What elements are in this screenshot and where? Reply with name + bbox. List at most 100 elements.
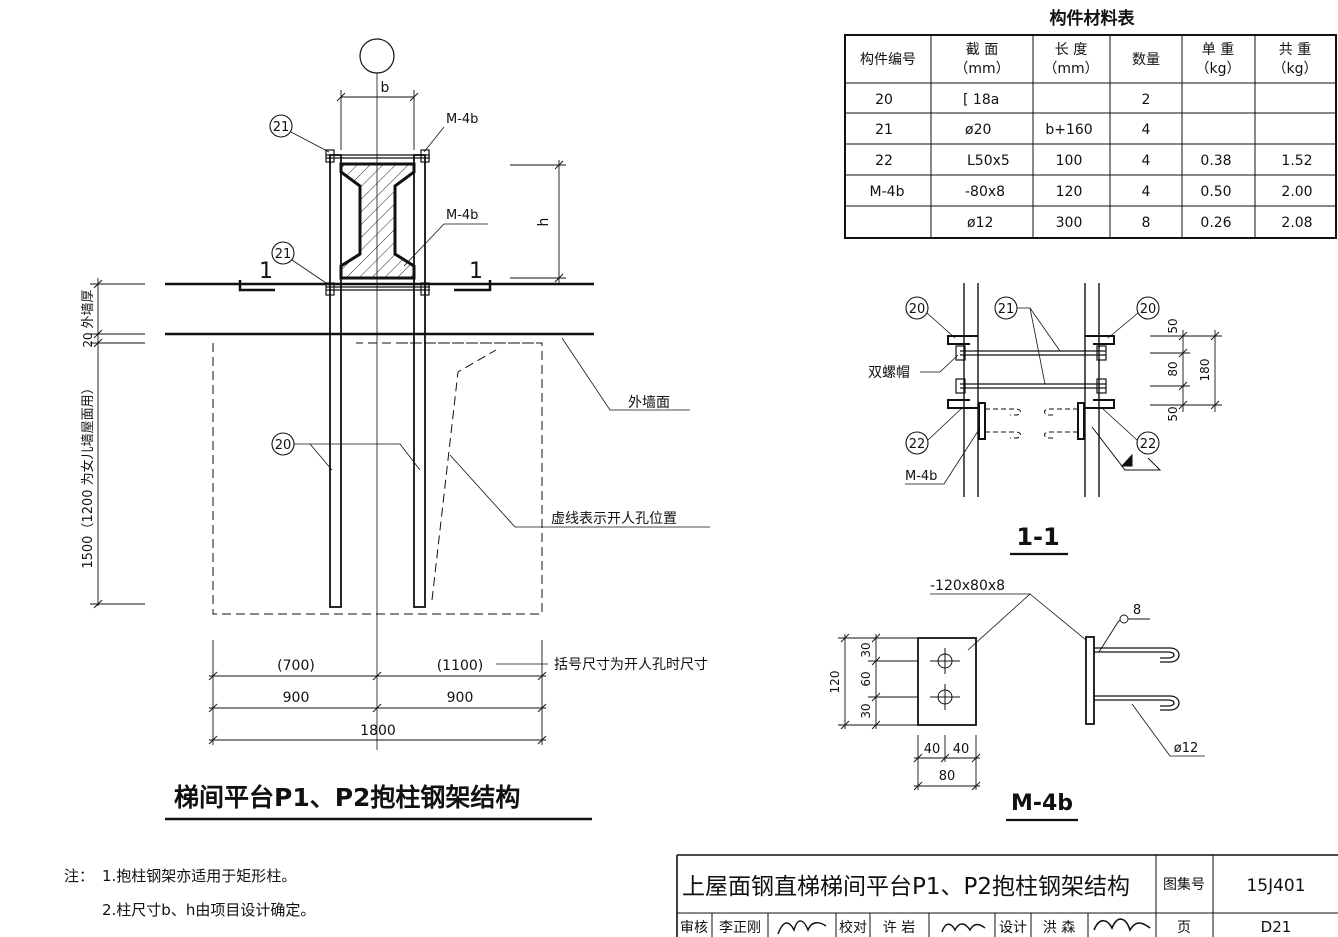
- callout-21-label: 21: [275, 247, 292, 262]
- label-height: 1500（1200 为女儿墙屋面用）: [80, 381, 96, 568]
- table-row: ø12 300 8 0.26 2.08: [967, 215, 1313, 231]
- cell-no: 21: [875, 122, 893, 138]
- leader-bar: [1131, 703, 1205, 757]
- section-1-1: 20 21 20 双螺帽 22 22 M-4b: [868, 283, 1222, 556]
- callout-22: [905, 431, 929, 455]
- label-manhole-note: 虚线表示开人孔位置: [551, 511, 677, 527]
- label-m4b: M-4b: [446, 112, 478, 127]
- section-dimensions: [1150, 330, 1222, 412]
- header-length: 长 度: [1055, 42, 1087, 58]
- section-anchor-hooks: [985, 408, 1078, 439]
- leader-outer-wall-face: [561, 337, 690, 411]
- section-title: 1-1: [1016, 523, 1059, 551]
- check-label: 校对: [839, 919, 867, 936]
- rod-21: [325, 149, 430, 296]
- section-mark-left: 1: [238, 259, 275, 292]
- section-mark-label: 1: [259, 259, 273, 284]
- callout-20-label: 20: [909, 302, 926, 317]
- cell-qty: 4: [1142, 153, 1151, 169]
- label-bar: ø12: [1174, 741, 1199, 756]
- cell-no: 20: [875, 92, 893, 108]
- header-total-weight: 共 重: [1279, 42, 1311, 58]
- section-mark-label: 1: [469, 259, 483, 284]
- label-m4b: M-4b: [446, 208, 478, 223]
- header-total-weight-unit: （kg）: [1273, 61, 1318, 77]
- cell-qty: 4: [1142, 122, 1151, 138]
- label-dim-30-top: 30: [859, 642, 873, 657]
- cell-section: [ 18a: [963, 92, 999, 108]
- bolt-holes: [930, 648, 960, 710]
- dim-b-label: b: [381, 80, 390, 96]
- leader-20: [926, 312, 956, 339]
- table-row: 22 L50x5 100 4 0.38 1.52: [875, 153, 1313, 169]
- label-dim-50-top: 50: [1166, 318, 1180, 333]
- cell-unit-weight: 0.26: [1200, 215, 1231, 231]
- leader-21: [1029, 307, 1046, 385]
- section-mark-right: 1: [454, 259, 492, 292]
- section-m4b-plates: [978, 402, 1085, 440]
- left-dimension-chain: [90, 278, 145, 609]
- m4b-horizontal-dims: [913, 735, 981, 791]
- callout-21: [269, 114, 293, 138]
- cell-length: b+160: [1045, 122, 1092, 138]
- cell-section: ø20: [965, 122, 991, 138]
- leader-double-nut: [920, 354, 959, 373]
- label-bracket-left: (700): [277, 658, 315, 674]
- label-weld-8: 8: [1133, 603, 1141, 618]
- cell-unit-weight: 0.50: [1200, 184, 1231, 200]
- leader-m4b: [905, 427, 981, 485]
- table-row: 20 [ 18a 2: [875, 92, 1150, 108]
- leader-20: [1107, 312, 1139, 339]
- page-label: 页: [1177, 920, 1191, 936]
- atlas-number: 15J401: [1246, 876, 1305, 896]
- notes: 注： 1.抱柱钢架亦适用于矩形柱。 2.柱尺寸b、h由项目设计确定。: [64, 867, 315, 919]
- label-double-nut: 双螺帽: [868, 365, 910, 381]
- checker-name: 许 岩: [883, 920, 915, 936]
- m4b-vertical-dims: [838, 633, 918, 730]
- title-block-title: 上屋面钢直梯梯间平台P1、P2抱柱钢架结构: [682, 874, 1130, 900]
- label-1800: 1800: [360, 723, 396, 739]
- leader-21: [1017, 307, 1061, 352]
- label-bracket-right: (1100): [437, 658, 484, 674]
- m4b-title: M-4b: [1011, 791, 1073, 816]
- reviewer-signature: [777, 920, 827, 935]
- header-unit-weight: 单 重: [1202, 42, 1234, 58]
- label-dim-20: 20: [81, 332, 95, 347]
- table-frame: [844, 34, 1337, 239]
- designer-signature: [1093, 918, 1151, 932]
- plate-side-view: [1085, 636, 1095, 725]
- callout-22: [1136, 431, 1160, 455]
- notes-prefix: 注：: [64, 867, 94, 885]
- cell-total-weight: 2.08: [1281, 215, 1312, 231]
- table-row: 21 ø20 b+160 4: [875, 122, 1150, 138]
- weld-8-symbol: [1098, 614, 1150, 653]
- leader-manhole: [449, 454, 710, 528]
- leader-20: [399, 443, 421, 471]
- dim-h-label: h: [536, 218, 552, 227]
- note-line-1: 1.抱柱钢架亦适用于矩形柱。: [102, 867, 296, 885]
- review-label: 审核: [680, 920, 708, 936]
- design-label: 设计: [999, 920, 1027, 936]
- checker-signature: [941, 923, 986, 933]
- column-section: [339, 162, 416, 280]
- material-table-title: 构件材料表: [1050, 8, 1136, 29]
- label-dim-60: 60: [859, 671, 873, 686]
- label-outer-wall-face: 外墙面: [628, 395, 670, 411]
- leader-21: [291, 259, 330, 286]
- callout-21-label: 21: [273, 120, 290, 135]
- leader-m4b: [423, 126, 445, 153]
- leader-22: [927, 407, 963, 441]
- label-900-left: 900: [283, 690, 310, 706]
- header-unit-weight-unit: （kg）: [1196, 61, 1241, 77]
- label-dim-180: 180: [1198, 359, 1212, 382]
- label-dim-40-right: 40: [953, 742, 970, 757]
- hooked-bars: [1094, 647, 1180, 711]
- leader-22: [1101, 407, 1138, 441]
- callout-20: [1136, 296, 1160, 320]
- section-channel-flanges: [947, 335, 1115, 409]
- weld-symbol: [1091, 426, 1162, 471]
- manhole-outline: [212, 342, 543, 615]
- label-m4b: M-4b: [905, 469, 937, 484]
- callout-21: [271, 241, 295, 265]
- cell-length: 300: [1056, 215, 1083, 231]
